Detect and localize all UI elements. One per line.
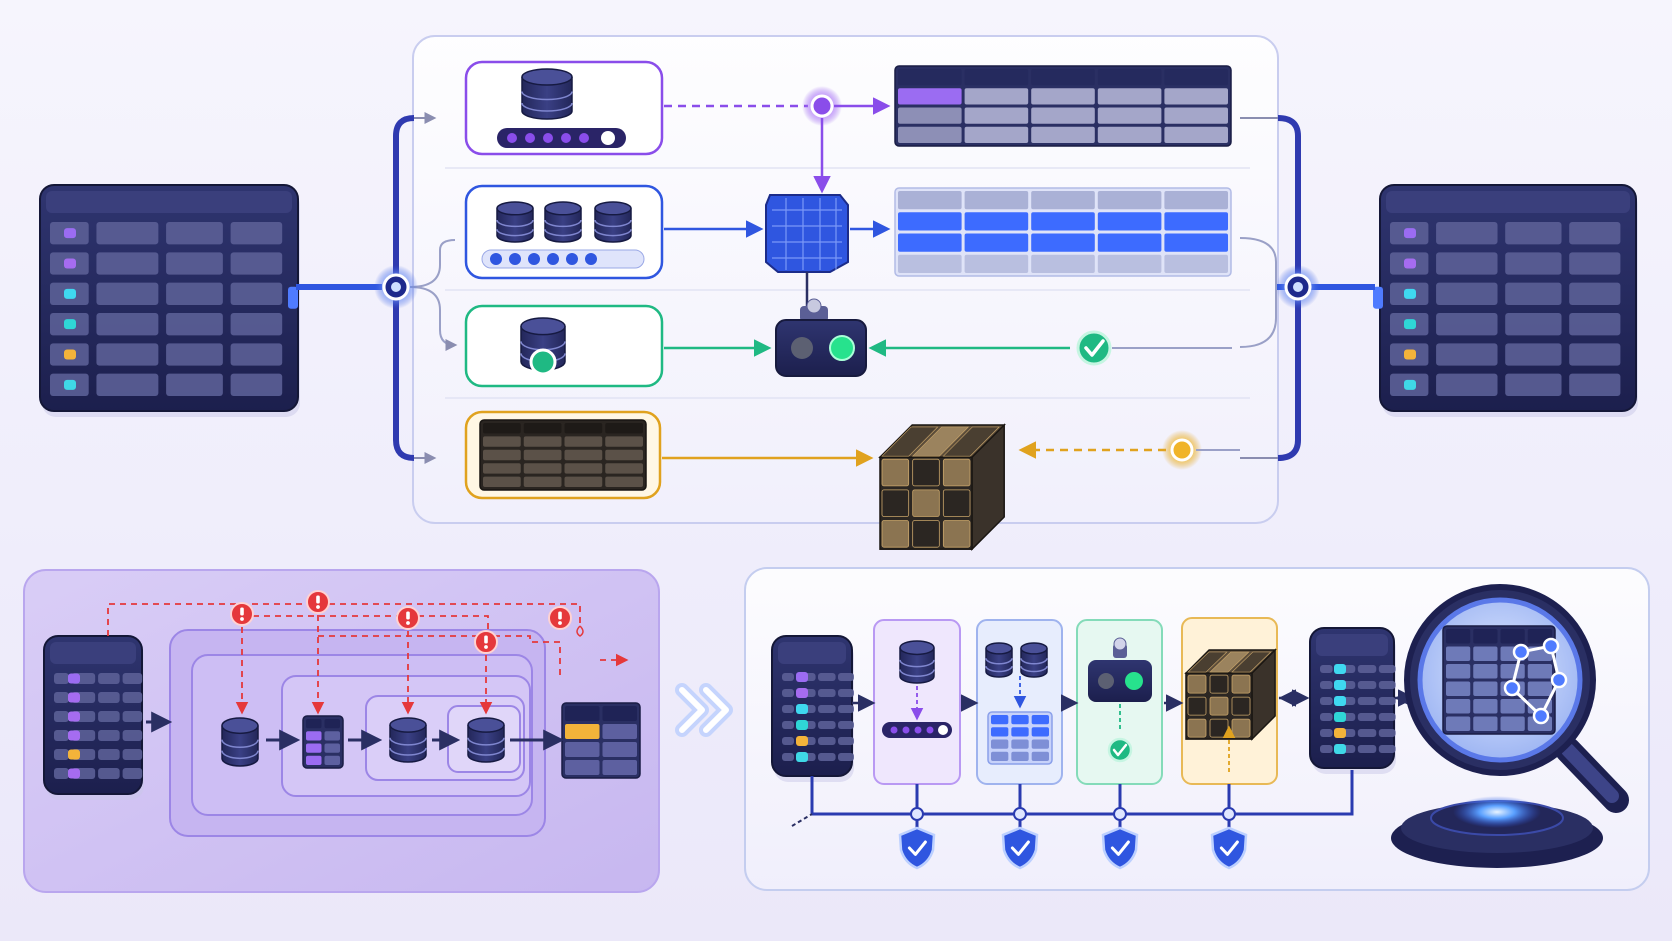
row-status-dot <box>64 349 76 360</box>
table-icon <box>894 65 1232 147</box>
row-status-dot <box>1404 319 1416 330</box>
row-status-dot <box>64 258 76 269</box>
database-icon <box>467 717 505 763</box>
database-icon <box>221 717 259 767</box>
row-status-dot <box>1404 258 1416 269</box>
legacy-flow-arrows <box>146 711 565 751</box>
check-badge-icon <box>1107 737 1133 763</box>
row-status-dot <box>796 672 808 682</box>
table-icon <box>302 715 344 769</box>
row-status-dot <box>796 704 808 714</box>
table-icon <box>894 187 1232 277</box>
row-status-dot <box>796 720 808 730</box>
row-status-dot <box>1334 712 1346 722</box>
row-status-dot <box>64 288 76 299</box>
target-table <box>1373 184 1638 417</box>
toggle-switch-icon <box>497 128 626 148</box>
shield-check-icon <box>1001 826 1039 870</box>
row-status-dot <box>1404 228 1416 239</box>
database-icon <box>521 68 573 120</box>
row-status-dot <box>64 319 76 330</box>
warning-icon <box>306 590 330 614</box>
database-icon <box>496 201 534 243</box>
shield-check-icon <box>1210 826 1248 870</box>
row-status-dot <box>1404 379 1416 390</box>
row-status-dot <box>68 692 80 703</box>
check-badge-icon <box>1076 330 1112 366</box>
table-icon <box>479 419 647 491</box>
lane-green <box>464 298 1232 388</box>
governance-bus <box>791 770 1354 830</box>
error-feedback-lines <box>107 603 629 715</box>
lane-blue <box>464 184 1232 306</box>
database-icon <box>985 642 1013 678</box>
row-status-dot <box>68 711 80 722</box>
nested-frames <box>169 629 546 837</box>
left-bus <box>296 112 458 464</box>
shields <box>898 826 1248 870</box>
status-switch-icon <box>775 298 867 377</box>
right-bus <box>1239 115 1375 461</box>
lane-amber <box>464 410 1240 552</box>
cube-icon <box>878 423 1007 552</box>
shield-check-icon <box>1101 826 1139 870</box>
table-icon <box>771 635 854 782</box>
row-status-dot <box>68 673 80 684</box>
warning-icon <box>548 606 572 630</box>
row-status-dot <box>1334 696 1346 706</box>
row-status-dot <box>68 768 80 779</box>
row-status-dot <box>1334 664 1346 674</box>
magnifier-icon <box>1391 584 1629 868</box>
table-icon <box>1309 627 1396 774</box>
warning-icon <box>230 602 254 626</box>
warning-icon <box>396 606 420 630</box>
status-switch-icon <box>1088 637 1152 702</box>
row-status-dot <box>796 752 808 762</box>
lane-purple <box>464 60 1232 194</box>
row-status-dot <box>1404 349 1416 360</box>
table-icon <box>987 711 1053 765</box>
cube-icon <box>1184 648 1277 741</box>
row-status-dot <box>64 379 76 390</box>
row-status-dot <box>1334 744 1346 754</box>
row-status-dot <box>68 749 80 760</box>
row-status-dot <box>796 736 808 746</box>
database-icon <box>1020 642 1048 678</box>
row-status-dot <box>64 228 76 239</box>
filter-mesh-icon <box>765 194 849 273</box>
row-status-dot <box>796 688 808 698</box>
shield-check-icon <box>898 826 936 870</box>
database-icon <box>389 717 427 763</box>
table-icon <box>561 702 641 779</box>
row-status-dot <box>1334 680 1346 690</box>
row-status-dot <box>68 730 80 741</box>
warnings <box>230 590 572 654</box>
row-status-dot <box>1334 728 1346 738</box>
table-icon <box>43 635 144 800</box>
graph-network-icon <box>1503 637 1568 725</box>
toggle-switch-icon <box>481 249 645 269</box>
row-status-dot <box>1404 288 1416 299</box>
toggle-switch-icon <box>882 722 952 738</box>
database-icon <box>594 201 632 243</box>
warning-icon <box>474 630 498 654</box>
source-table <box>39 184 300 417</box>
database-icon <box>899 640 935 684</box>
chevron-right-icon <box>675 683 733 737</box>
database-icon <box>544 201 582 243</box>
